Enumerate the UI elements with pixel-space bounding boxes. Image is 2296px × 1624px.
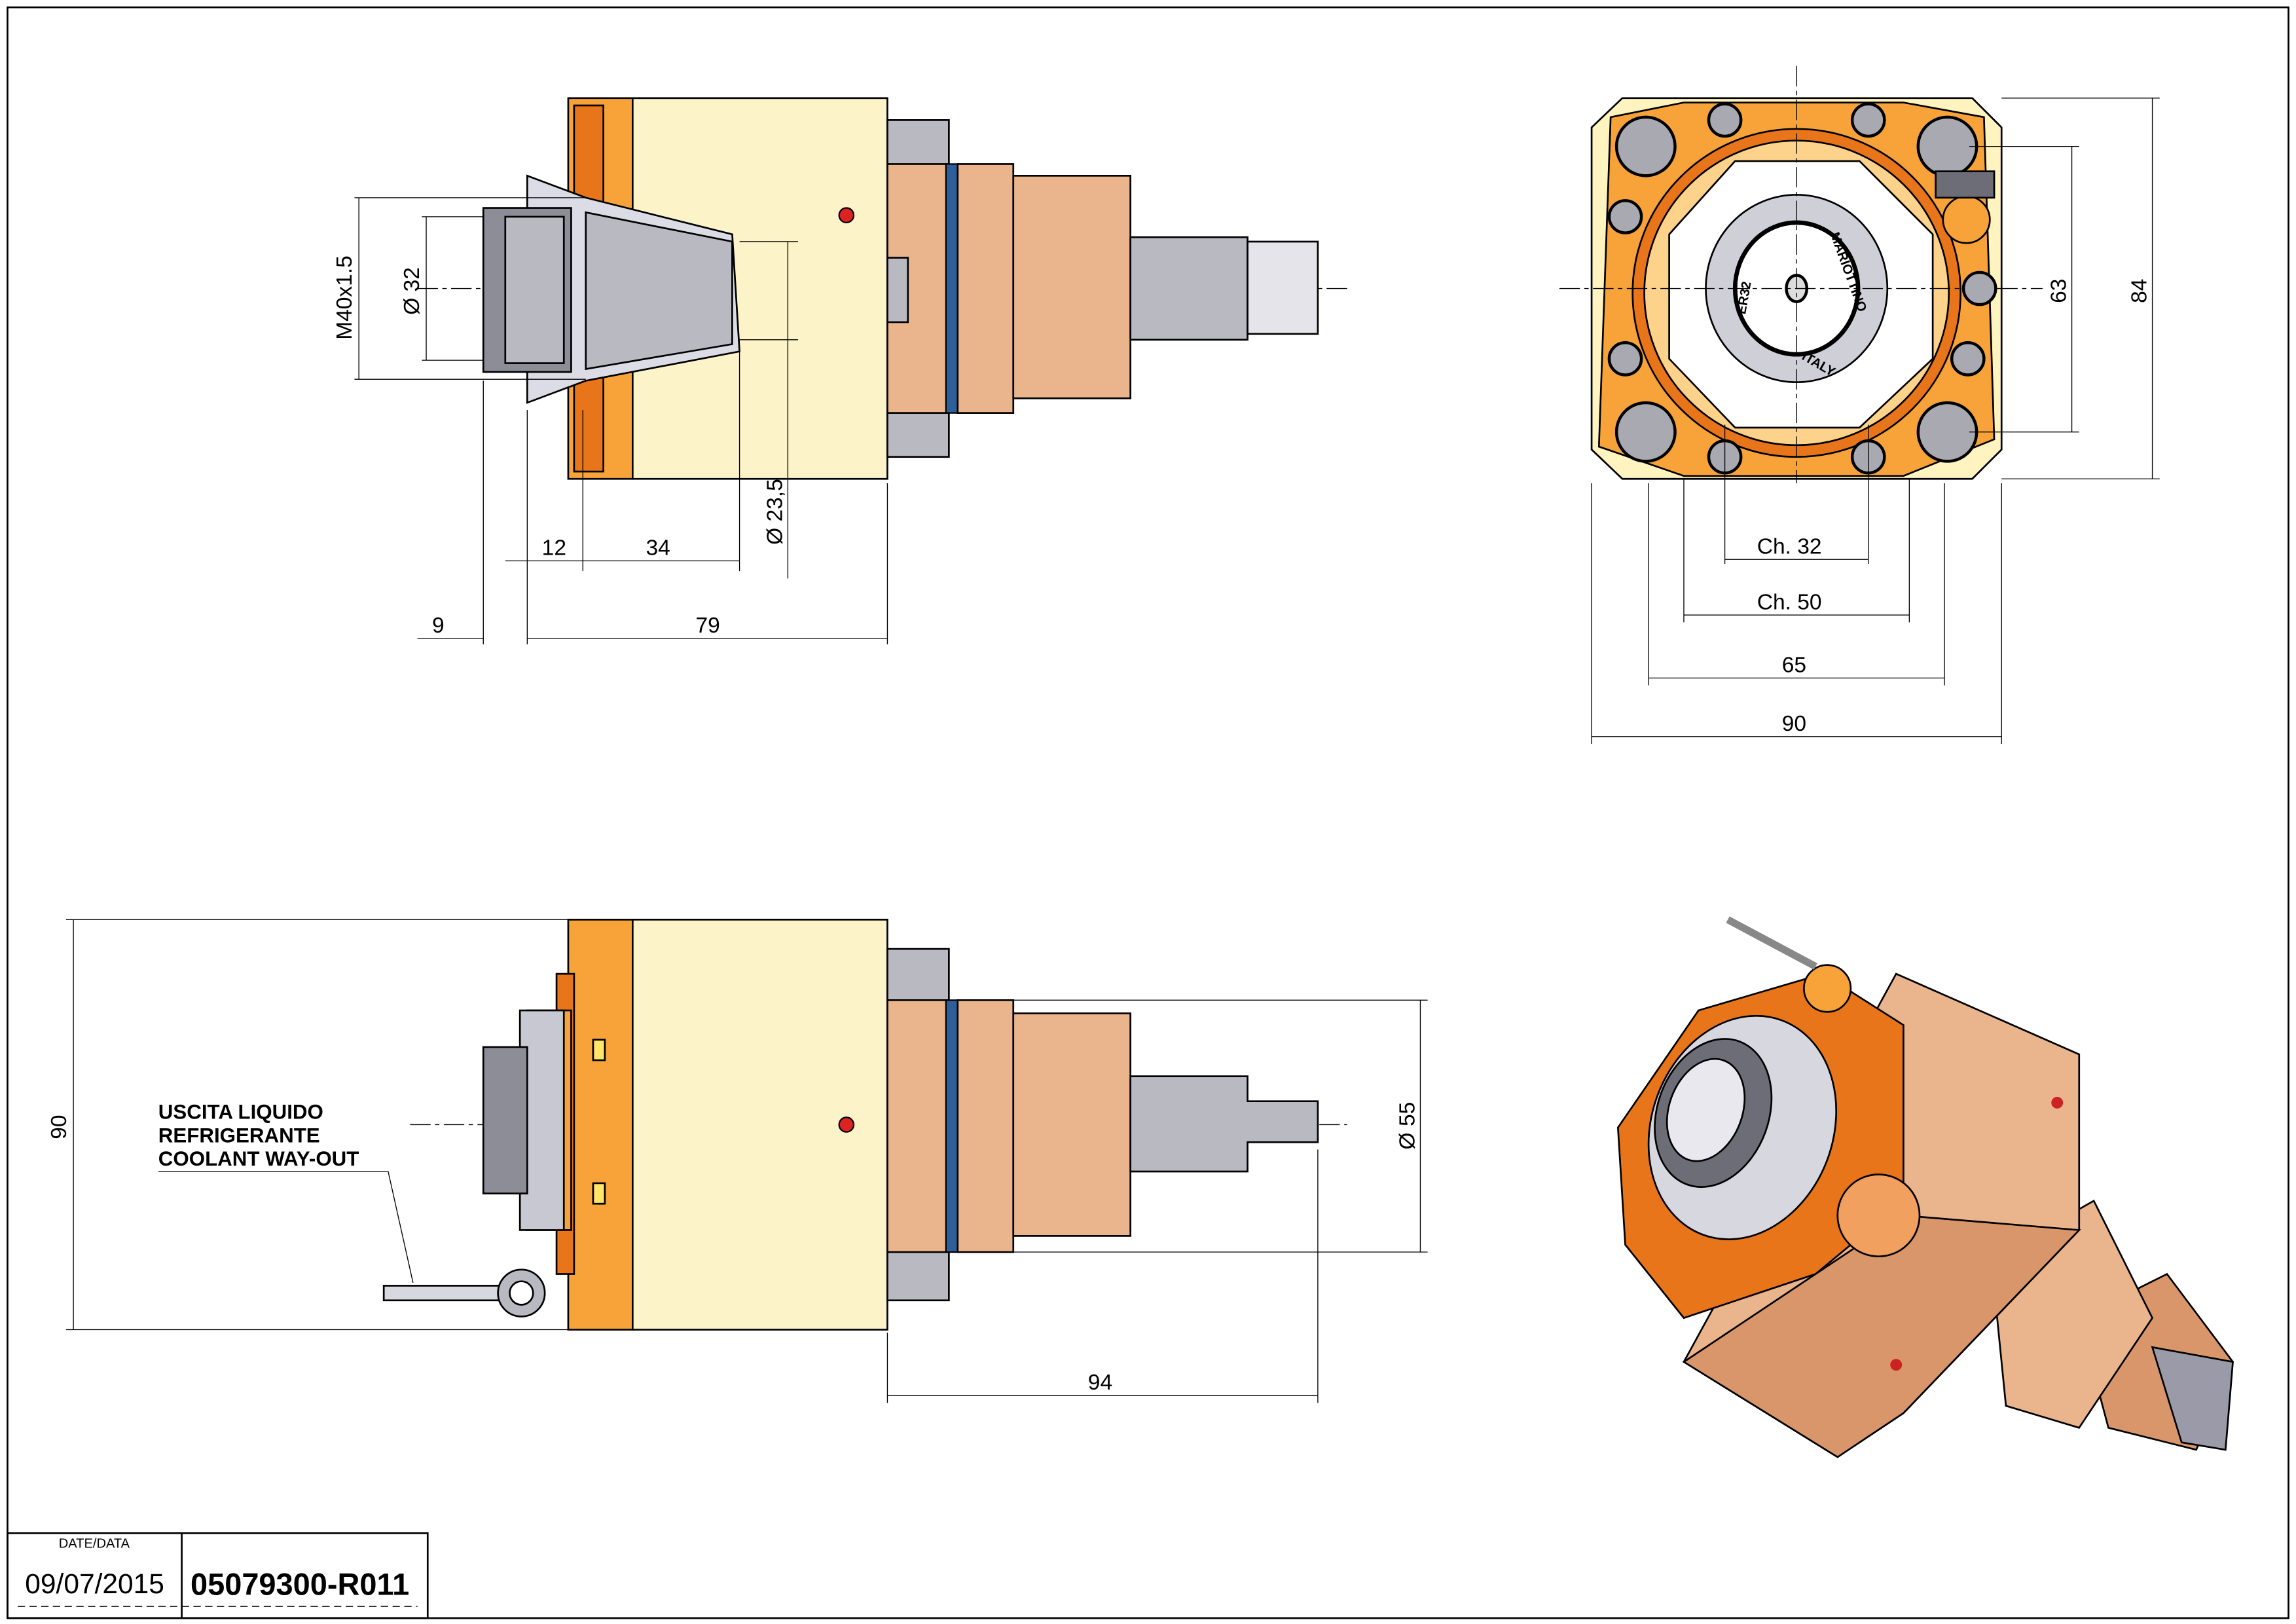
isometric-view <box>1616 916 2234 1458</box>
dim-34: 34 <box>646 536 670 561</box>
dim-ch50: Ch. 50 <box>1757 590 1822 614</box>
dim-12: 12 <box>542 536 566 561</box>
coolant-note-line1: USCITA LIQUIDO <box>158 1100 323 1123</box>
bolt-icons <box>1607 102 1997 475</box>
dim-65: 65 <box>1782 653 1806 677</box>
sheet-border <box>7 6 2289 1619</box>
drawing-date: 09/07/2015 <box>25 1569 164 1600</box>
drawing-code: 05079300-R011 <box>191 1566 409 1601</box>
dim-bore-32: Ø 32 <box>400 267 424 315</box>
coolant-note-line2: REFRIGERANTE <box>158 1124 320 1147</box>
title-block: DATE/DATA 09/07/2015 05079300-R011 <box>7 1532 429 1619</box>
dim-bore-23-5: Ø 23,5 <box>763 479 787 545</box>
dim-55: Ø 55 <box>1395 1102 1419 1150</box>
dim-90-width: 90 <box>1782 712 1806 736</box>
dim-63: 63 <box>2047 279 2071 303</box>
dim-79: 79 <box>695 614 720 638</box>
date-label: DATE/DATA <box>59 1537 130 1551</box>
dim-9: 9 <box>432 614 445 638</box>
dim-thread: M40x1.5 <box>333 255 357 340</box>
coolant-note-line3: COOLANT WAY-OUT <box>158 1147 359 1170</box>
dim-90-height: 90 <box>47 1115 71 1139</box>
side-view-top: M40x1.5 Ø 32 Ø 23,5 12 34 9 79 <box>333 97 1347 644</box>
dim-94: 94 <box>1088 1371 1112 1395</box>
front-view: ER32 MARIOTTINO ITALY 84 63 Ch. 32 Ch. 5 <box>1559 65 2160 745</box>
side-view-bottom: USCITA LIQUIDO REFRIGERANTE COOLANT WAY-… <box>47 919 1428 1403</box>
dim-ch32: Ch. 32 <box>1757 534 1822 559</box>
dim-84: 84 <box>2128 279 2152 303</box>
